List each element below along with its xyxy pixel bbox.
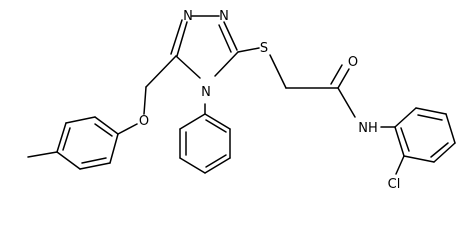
atom-label-sulfur: S: [260, 41, 268, 56]
atom-label-carbonyl-oxygen: O: [348, 55, 358, 70]
bond-cp6-cp1: [394, 126, 405, 157]
atom-label-n-top-left: N: [183, 9, 193, 24]
bond-ph4-ph5: [179, 157, 206, 174]
bond-cp6-cp1-inner: [400, 127, 410, 152]
bond-tl5-tl6-inner: [81, 157, 107, 164]
atom-label-chlorine: Cl: [388, 177, 401, 192]
bond-n1-c5-double: [170, 19, 183, 55]
bond-tl6-tl1: [109, 133, 119, 164]
bond-co-o-double: [330, 64, 343, 85]
bond-co-o: [337, 68, 350, 89]
bond-c3-s: [237, 47, 260, 53]
bond-o-aryl: [117, 123, 138, 135]
bond-cp2-cp3-inner: [417, 114, 443, 121]
bond-ph3-ph4-inner: [205, 154, 227, 168]
bond-cp5-cp6: [403, 155, 435, 163]
bond-tl3-tl4: [56, 122, 67, 153]
bond-c5-n4: [175, 55, 201, 79]
atom-label-ether-oxygen: O: [139, 114, 149, 129]
bond-c5-ch2: [145, 55, 177, 88]
bond-cp3-cp4: [445, 113, 456, 144]
bond-c3-n4: [214, 51, 239, 77]
bond-ph6-ph1: [179, 113, 206, 130]
bond-cp1-cp2: [394, 107, 417, 128]
bond-tl4-methyl: [27, 151, 58, 158]
bond-n1-c5: [176, 21, 188, 57]
bond-ph1-ph2-inner: [205, 119, 227, 133]
bond-tl1-tl2: [94, 116, 119, 135]
bond-tl5-tl6: [79, 162, 111, 170]
bond-co-nh: [337, 87, 356, 118]
bond-tl1-tl2-inner: [94, 123, 113, 137]
bond-ch2-o: [143, 86, 147, 115]
bonds: [27, 15, 456, 175]
bond-cp4-cp5-inner: [430, 142, 449, 158]
atom-labels: N N N S O O NH Cl: [139, 9, 400, 192]
atom-label-n-top-right: N: [219, 9, 229, 24]
bond-n2-c3: [223, 21, 238, 51]
bond-cp6-cl: [395, 155, 405, 175]
molecule-structure: N N N S O O NH Cl: [27, 9, 456, 192]
atom-label-n-ring-bottom: N: [201, 85, 211, 100]
bond-cp4-cp5: [433, 142, 456, 163]
bond-cp2-cp3: [415, 107, 447, 115]
bond-tl3-tl4-inner: [62, 127, 71, 151]
bond-n2-c3-double: [218, 24, 232, 53]
bond-tl4-tl5: [56, 151, 81, 170]
bond-tl2-tl3: [65, 116, 96, 124]
bond-ph3-ph4: [204, 157, 231, 174]
bond-ph1-ph2: [204, 113, 231, 130]
bond-s-ch2: [269, 54, 287, 89]
atom-label-amide-nh: NH: [358, 121, 378, 136]
